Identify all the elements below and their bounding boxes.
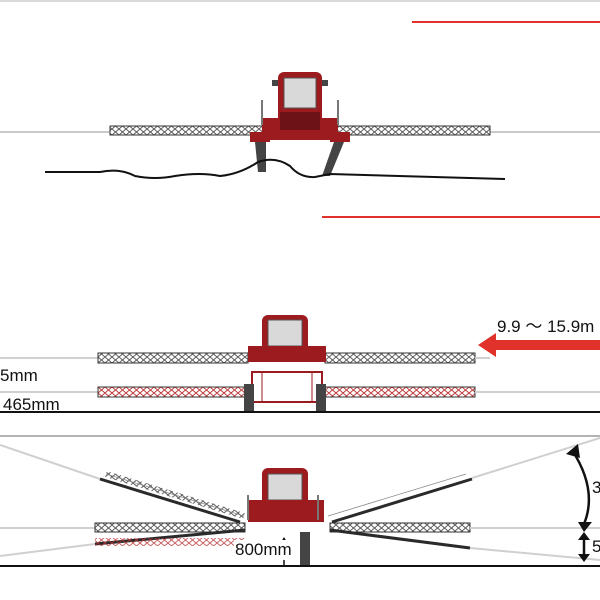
panel-tilt	[0, 435, 600, 567]
raised-boom-tip-left	[0, 444, 101, 480]
upper-boom-right	[324, 352, 476, 364]
raised-boom-tip-right	[471, 437, 600, 479]
tilt-arc-arrow	[566, 444, 592, 562]
tilt-lower-digit: 5	[592, 537, 600, 556]
raised-boom-left	[99, 471, 245, 524]
level-boom-left	[94, 522, 246, 533]
tractor-tilt-view	[247, 468, 324, 566]
tractor-front-view	[250, 72, 350, 176]
upper-boom-left	[97, 352, 249, 364]
lowered-boom-tip-right	[469, 547, 600, 561]
span-arrow	[478, 333, 600, 357]
span-range-label: 9.9 ～ 15.9m	[497, 317, 595, 336]
ground-uneven	[45, 158, 506, 180]
top-border	[0, 0, 600, 2]
height-lower-label: 465mm	[3, 395, 60, 414]
tractor-height-view	[244, 315, 326, 412]
tilt-angle-digit: 3	[592, 478, 600, 497]
boom-right	[334, 125, 491, 136]
height-upper-label: 5mm	[0, 366, 38, 385]
lowered-boom-right	[329, 528, 471, 550]
lowered-boom-tip-left	[0, 543, 96, 557]
raised-boom-right	[327, 473, 473, 524]
ground-clearance-label: 800mm	[234, 540, 293, 560]
lowered-boom-left	[94, 528, 246, 546]
panel-terrain	[0, 21, 600, 180]
lower-boom-left	[97, 386, 249, 398]
boom-left	[109, 125, 266, 136]
panel-height	[0, 216, 600, 413]
lower-boom-right	[324, 386, 476, 398]
level-boom-right	[329, 522, 471, 533]
